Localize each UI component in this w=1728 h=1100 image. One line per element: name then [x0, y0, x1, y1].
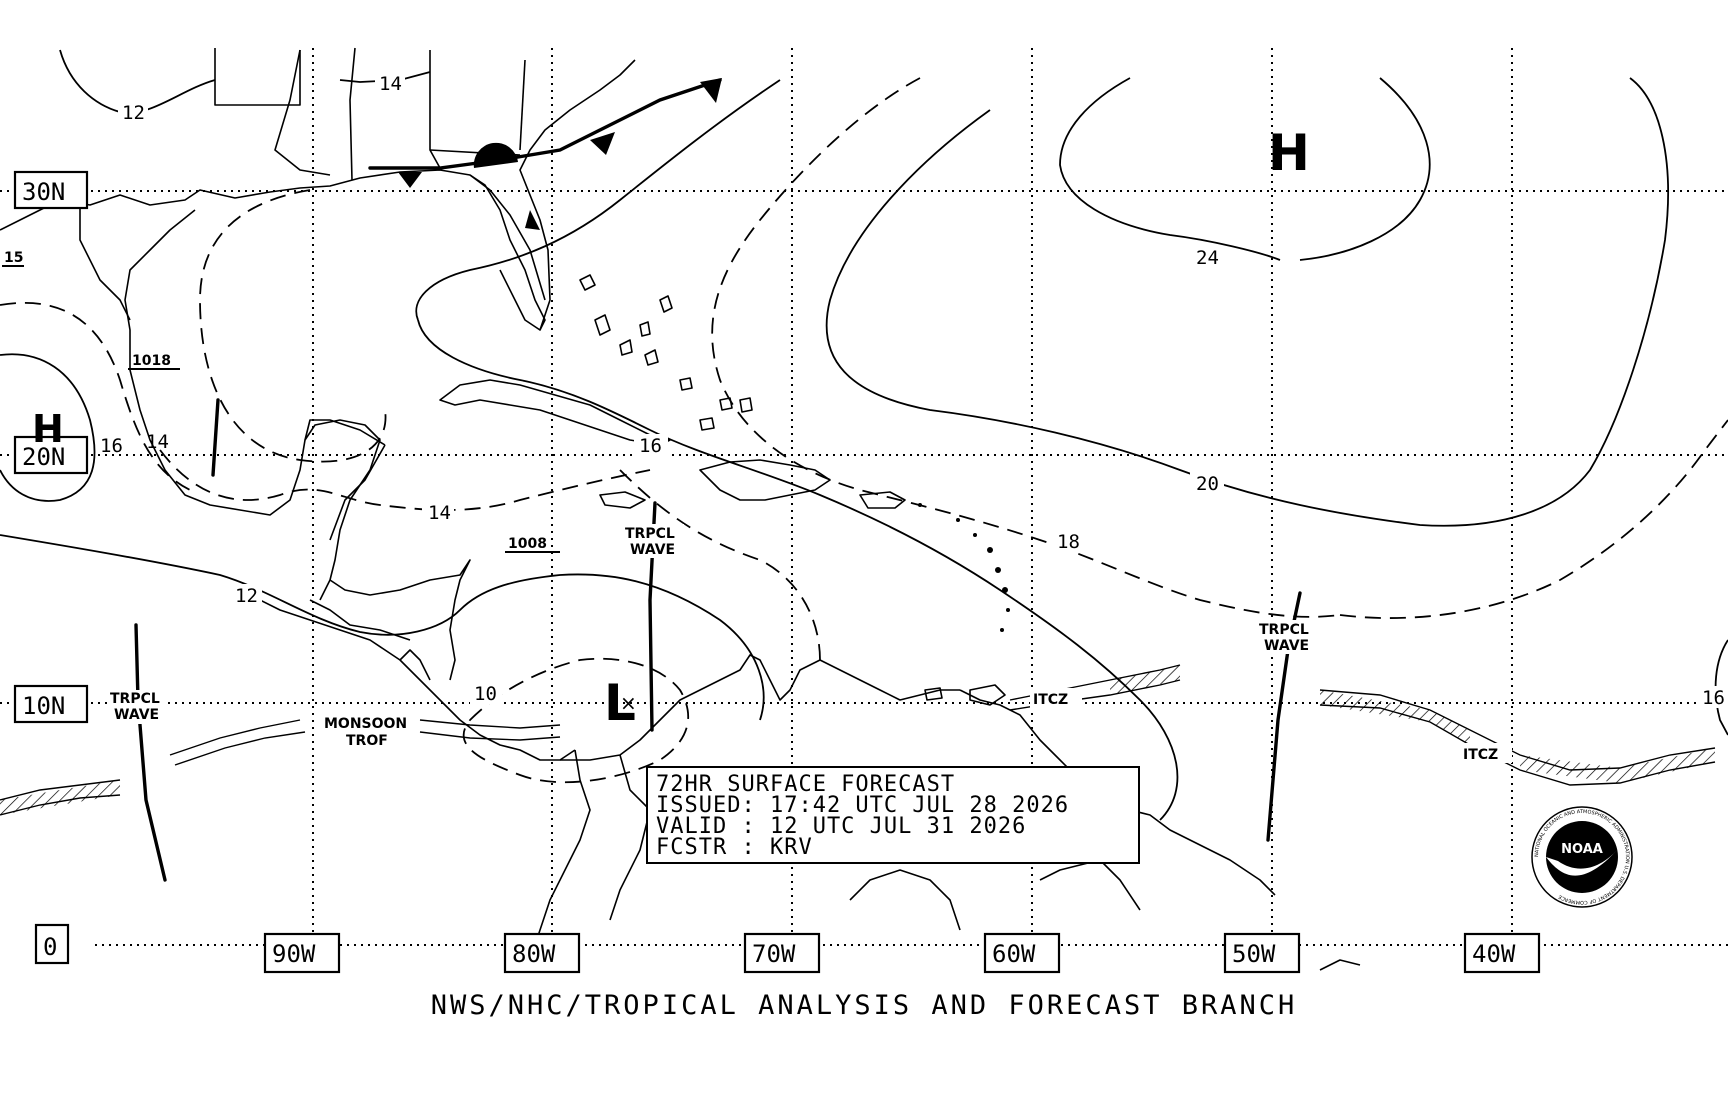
cold-front-triangle [398, 172, 422, 188]
lon-label-80w: 80W [503, 932, 581, 974]
itcz-label: ITCZ [1463, 747, 1498, 763]
isobar-label: 16 [100, 435, 123, 457]
svg-text:40W: 40W [1472, 940, 1516, 968]
isobar-label: 24 [1196, 247, 1219, 269]
isobar-label: 12 [235, 585, 258, 607]
isobar-label: 16 [639, 435, 662, 457]
pressure-value: 1018 [132, 353, 171, 369]
lat-label-20n: 20N [13, 435, 89, 475]
isobar-label: 12 [122, 102, 145, 124]
tropical-wave-label: TRPCL [1259, 622, 1309, 638]
forecast-info-box: 72HR SURFACE FORECAST ISSUED: 17:42 UTC … [646, 766, 1140, 864]
isobar-label: 20 [1196, 473, 1219, 495]
footer-credit: NWS/NHC/TROPICAL ANALYSIS AND FORECAST B… [430, 990, 1298, 1021]
isobar-label: 15 [4, 250, 23, 266]
tropical-wave-label: TRPCL [110, 691, 160, 707]
tropical-wave-label: WAVE [1264, 638, 1309, 654]
pressure-value: 1008 [508, 536, 547, 552]
lat-label-10n: 10N [13, 684, 89, 724]
tropical-wave-label: TRPCL [625, 526, 675, 542]
stationary-front [368, 78, 722, 230]
info-forecaster: FCSTR : KRV [656, 835, 813, 860]
pressure-centers: H H 1018 L × 1008 [32, 124, 1310, 732]
high-pressure-center: H [32, 407, 64, 451]
isobar-label: 16 [1702, 687, 1725, 709]
svg-text:70W: 70W [752, 940, 796, 968]
cold-front-triangle [700, 78, 722, 103]
lon-label-40w: 40W [1463, 932, 1541, 974]
lon-label-70w: 70W [743, 932, 821, 974]
isobar-labels: 12 14 15 16 14 14 24 20 18 16 12 10 16 [2, 72, 1728, 709]
lon-label-50w: 50W [1223, 932, 1301, 974]
svg-text:20N: 20N [22, 443, 65, 471]
latitude-labels: 30N 20N 10N 0 [13, 170, 89, 965]
lat-lon-grid [0, 48, 1728, 946]
monsoon-trough-label: MONSOON [324, 716, 407, 732]
lon-label-90w: 90W [263, 932, 341, 974]
tropical-wave-label: WAVE [114, 707, 159, 723]
low-pressure-center: L [604, 674, 636, 732]
noaa-logo-text: NOAA [1561, 842, 1603, 857]
svg-text:90W: 90W [272, 940, 316, 968]
info-valid: VALID : 12 UTC JUL 31 2026 [656, 814, 1027, 839]
low-center-x-icon: × [620, 691, 637, 715]
isobar-label: 14 [428, 502, 451, 524]
svg-text:60W: 60W [992, 940, 1036, 968]
high-pressure-center: H [1268, 124, 1310, 182]
feature-labels: TRPCL WAVE TRPCL WAVE TRPCL WAVE MONSOON… [108, 524, 1512, 763]
lon-label-60w: 60W [983, 932, 1061, 974]
cold-front-triangle [590, 132, 615, 155]
info-issued: ISSUED: 17:42 UTC JUL 28 2026 [656, 793, 1070, 818]
svg-text:80W: 80W [512, 940, 556, 968]
noaa-logo: NOAA NATIONAL OCEANIC AND ATMOSPHERIC AD… [1531, 806, 1633, 908]
isobar-label: 14 [379, 73, 402, 95]
isobar-label: 10 [474, 683, 497, 705]
info-title: 72HR SURFACE FORECAST [656, 772, 956, 797]
isobar-label: 18 [1057, 531, 1080, 553]
svg-text:0: 0 [43, 933, 57, 961]
lat-label-30n: 30N [13, 170, 89, 210]
tropical-wave-label: WAVE [630, 542, 675, 558]
monsoon-trough-label: TROF [346, 733, 388, 749]
itcz-label: ITCZ [1033, 692, 1068, 708]
front-marker [525, 210, 540, 230]
svg-text:30N: 30N [22, 178, 65, 206]
warm-front-semicircle [473, 142, 518, 168]
isobar-label: 14 [146, 431, 169, 453]
svg-text:50W: 50W [1232, 940, 1276, 968]
longitude-labels: 90W 80W 70W 60W 50W 40W [263, 932, 1541, 974]
isobars [0, 49, 1728, 821]
lat-label-0: 0 [34, 923, 70, 965]
svg-text:10N: 10N [22, 692, 65, 720]
